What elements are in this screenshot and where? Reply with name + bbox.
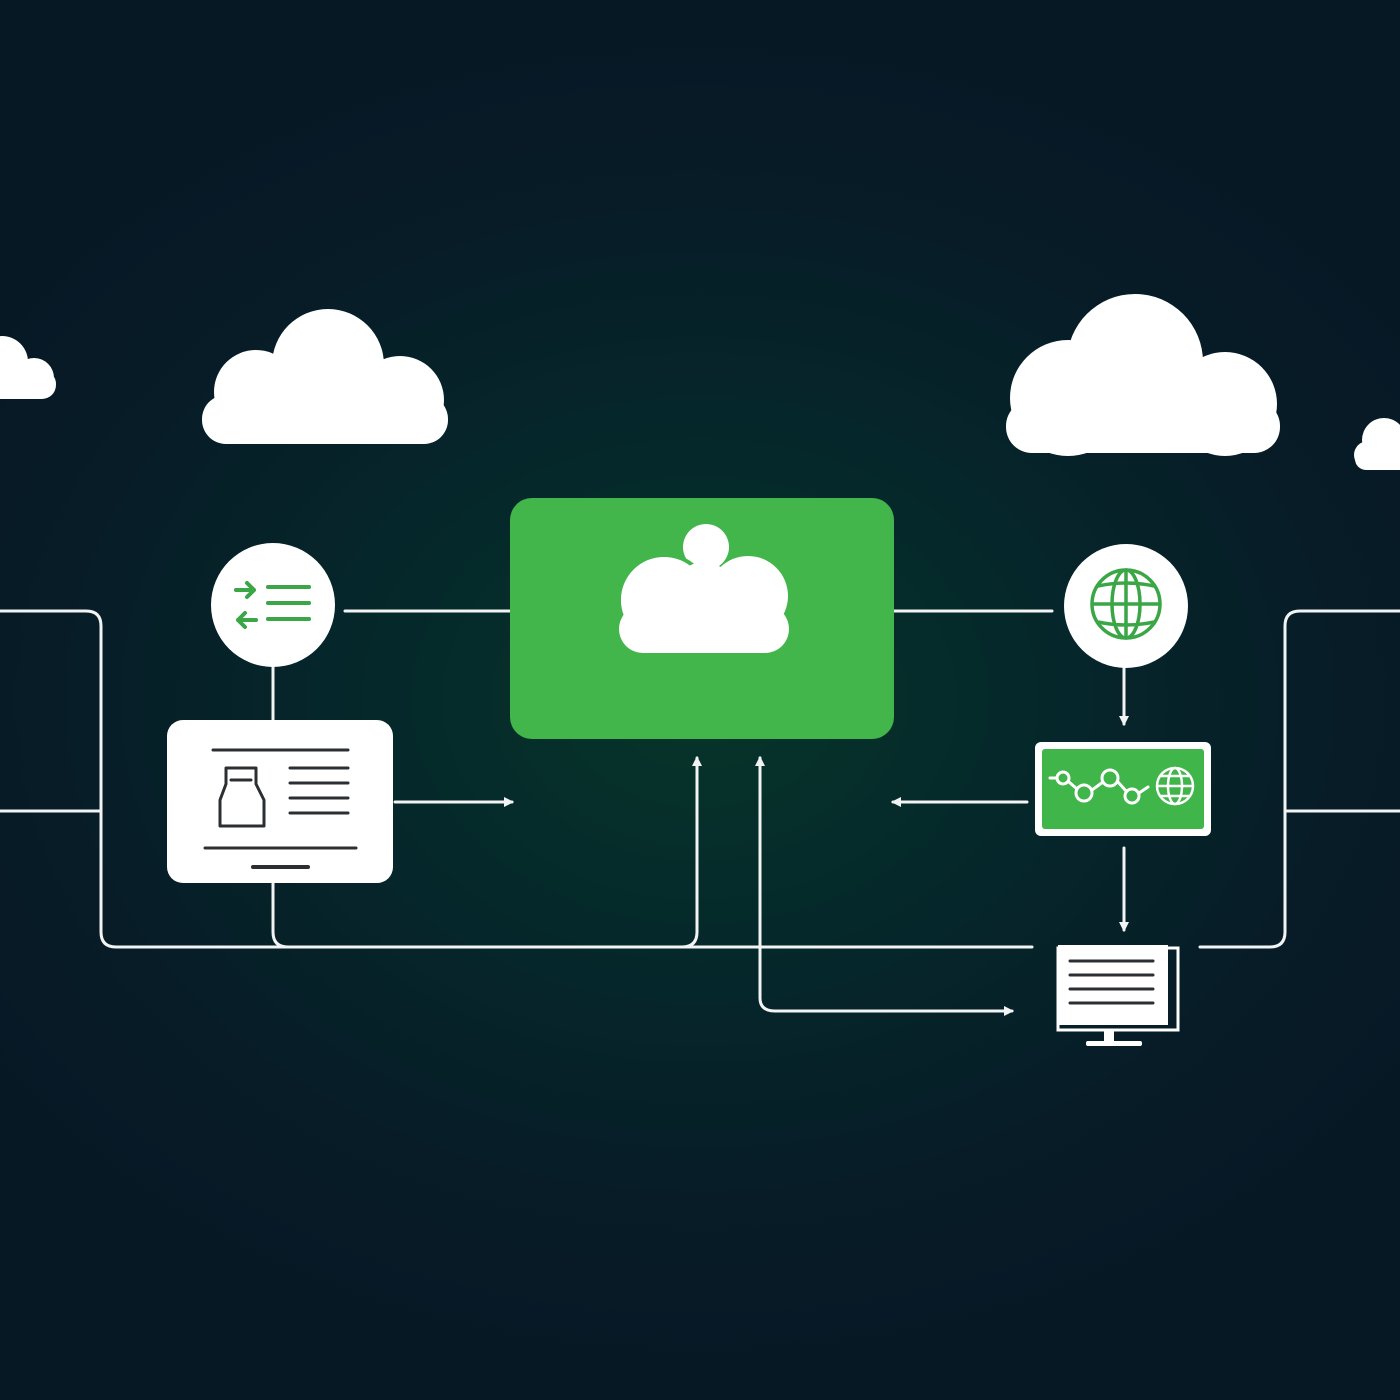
cloud-edge-left (0, 336, 56, 399)
globe-icon (1090, 568, 1162, 640)
connector-left-outer (0, 609, 1034, 949)
cloud-user-icon (617, 524, 789, 653)
list-arrows-icon (234, 581, 311, 629)
network-monitor[interactable] (1035, 742, 1211, 836)
connector-doc-bottom (271, 880, 290, 949)
network-chain-icon (1048, 768, 1150, 805)
document-icon (203, 748, 358, 869)
connector-right-outer (1198, 609, 1400, 949)
connector-bus-to-hub[interactable] (680, 756, 702, 949)
document-panel[interactable] (167, 720, 393, 883)
central-cloud-hub[interactable] (510, 498, 894, 739)
monitor-icon (1068, 959, 1155, 1005)
connector-lines (0, 609, 1400, 1016)
list-transfer-node[interactable] (211, 543, 335, 667)
cloud-edge-right (1354, 418, 1400, 470)
desktop-computer[interactable] (1056, 945, 1180, 1046)
connector-hub-to-computer[interactable] (758, 756, 1014, 1016)
globe-node[interactable] (1064, 544, 1188, 668)
cloud-top-left (202, 309, 448, 444)
globe-small-icon (1155, 766, 1195, 806)
cloud-top-right (1006, 294, 1280, 456)
